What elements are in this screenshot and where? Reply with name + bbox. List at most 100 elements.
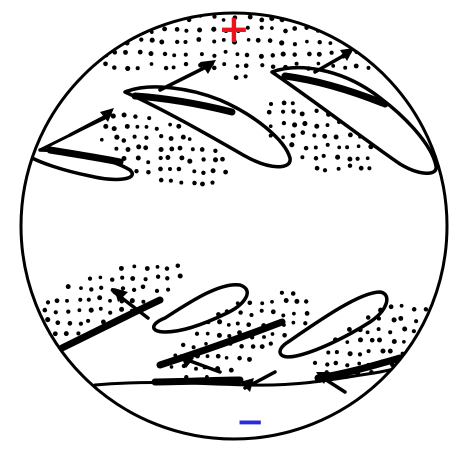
stipple-dot: [108, 299, 112, 303]
stipple-dot: [280, 291, 284, 295]
stipple-dot: [165, 276, 169, 280]
stipple-dot: [136, 125, 140, 129]
stipple-dot: [130, 276, 135, 281]
stipple-dot: [314, 124, 319, 129]
stipple-dot: [103, 61, 108, 66]
stipple-dot: [294, 299, 299, 304]
stipple-dot: [138, 50, 143, 55]
stipple-dot: [345, 340, 349, 344]
stipple-dot: [164, 66, 168, 70]
stipple-dot: [271, 309, 276, 314]
stipple-dot: [195, 332, 199, 336]
stipple-dot: [211, 27, 216, 32]
stipple-dot: [329, 41, 333, 45]
stipple-dot: [292, 52, 296, 56]
stipple-dot: [103, 124, 108, 129]
stipple-dot: [201, 171, 205, 175]
stipple-dot: [423, 339, 428, 344]
stipple-dot: [169, 146, 174, 151]
stipple-dot: [376, 38, 381, 43]
stipple-dot: [108, 311, 112, 315]
stipple-dot: [76, 331, 80, 335]
stipple-dot: [389, 304, 394, 309]
stipple-dot: [91, 39, 96, 44]
stipple-dot: [166, 288, 170, 292]
stipple-dot: [329, 51, 333, 55]
stipple-dot: [212, 40, 216, 44]
stipple-dot: [122, 113, 127, 118]
stipple-dot: [392, 317, 397, 322]
stipple-dot: [282, 121, 286, 125]
stipple-dot: [87, 298, 91, 302]
stipple-dot: [192, 169, 196, 173]
stipple-dot: [404, 51, 409, 56]
stipple-dot: [281, 135, 285, 139]
stipple-dot: [144, 136, 148, 140]
stipple-dot: [269, 124, 273, 128]
stipple-dot: [169, 179, 173, 183]
stipple-dot: [260, 63, 264, 67]
stipple-dot: [165, 266, 169, 270]
stipple-dot: [175, 40, 179, 44]
lower-loop-1: [154, 285, 247, 332]
stipple-dot: [236, 322, 240, 326]
stipple-dot: [212, 66, 217, 71]
stipple-dot: [300, 111, 305, 116]
stipple-dot: [322, 134, 327, 139]
stipple-dot: [36, 320, 40, 324]
stipple-dot: [184, 53, 188, 57]
stipple-dot: [367, 166, 371, 170]
stipple-dot: [260, 301, 264, 305]
stipple-dot: [303, 321, 307, 325]
stipple-dot: [212, 54, 216, 58]
stipple-dot: [187, 159, 192, 164]
stipple-dot: [52, 25, 56, 29]
stipple-dot: [245, 53, 249, 57]
stipple-dot: [114, 17, 118, 21]
stipple-dot: [367, 349, 371, 353]
stipple-regions: [36, 2, 438, 380]
stipple-dot: [63, 50, 68, 55]
stipple-dot: [335, 155, 340, 160]
stipple-dot: [414, 319, 418, 323]
stipple-dot: [55, 320, 60, 325]
stipple-dot: [170, 365, 174, 369]
stipple-dot: [379, 51, 383, 55]
stipple-dot: [343, 66, 347, 70]
lower-band-1: [62, 300, 160, 348]
stipple-dot: [413, 26, 417, 30]
stipple-dot: [54, 310, 58, 314]
stipple-dot: [79, 286, 83, 290]
stipple-dot: [103, 41, 108, 46]
stipple-dot: [377, 338, 382, 343]
stipple-dot: [378, 18, 382, 22]
stipple-dot: [132, 288, 136, 292]
diagram-contents: [32, 2, 440, 392]
stipple-dot: [172, 65, 176, 69]
stipple-dot: [234, 75, 239, 80]
stipple-dot: [389, 51, 393, 55]
stipple-dot: [345, 363, 349, 367]
stipple-dot: [271, 64, 276, 69]
stipple-dot: [271, 332, 275, 336]
stipple-dot: [348, 163, 352, 167]
stipple-dot: [366, 330, 370, 334]
stipple-dot: [246, 322, 251, 327]
stipple-dot: [173, 4, 178, 9]
stipple-dot: [300, 130, 305, 135]
stipple-dot: [192, 345, 196, 349]
stipple-dot: [146, 160, 150, 164]
stipple-dot: [289, 142, 294, 147]
stipple-dot: [244, 63, 249, 68]
lower-loops: [95, 285, 440, 385]
stipple-dot: [317, 62, 321, 66]
stipple-dot: [305, 40, 309, 44]
stipple-dot: [259, 54, 264, 59]
stipple-dot: [162, 26, 167, 31]
stipple-dot: [90, 51, 95, 56]
stipple-dot: [292, 122, 297, 127]
stipple-dot: [52, 53, 56, 57]
stipple-dot: [260, 309, 264, 313]
stipple-dot: [78, 308, 82, 312]
